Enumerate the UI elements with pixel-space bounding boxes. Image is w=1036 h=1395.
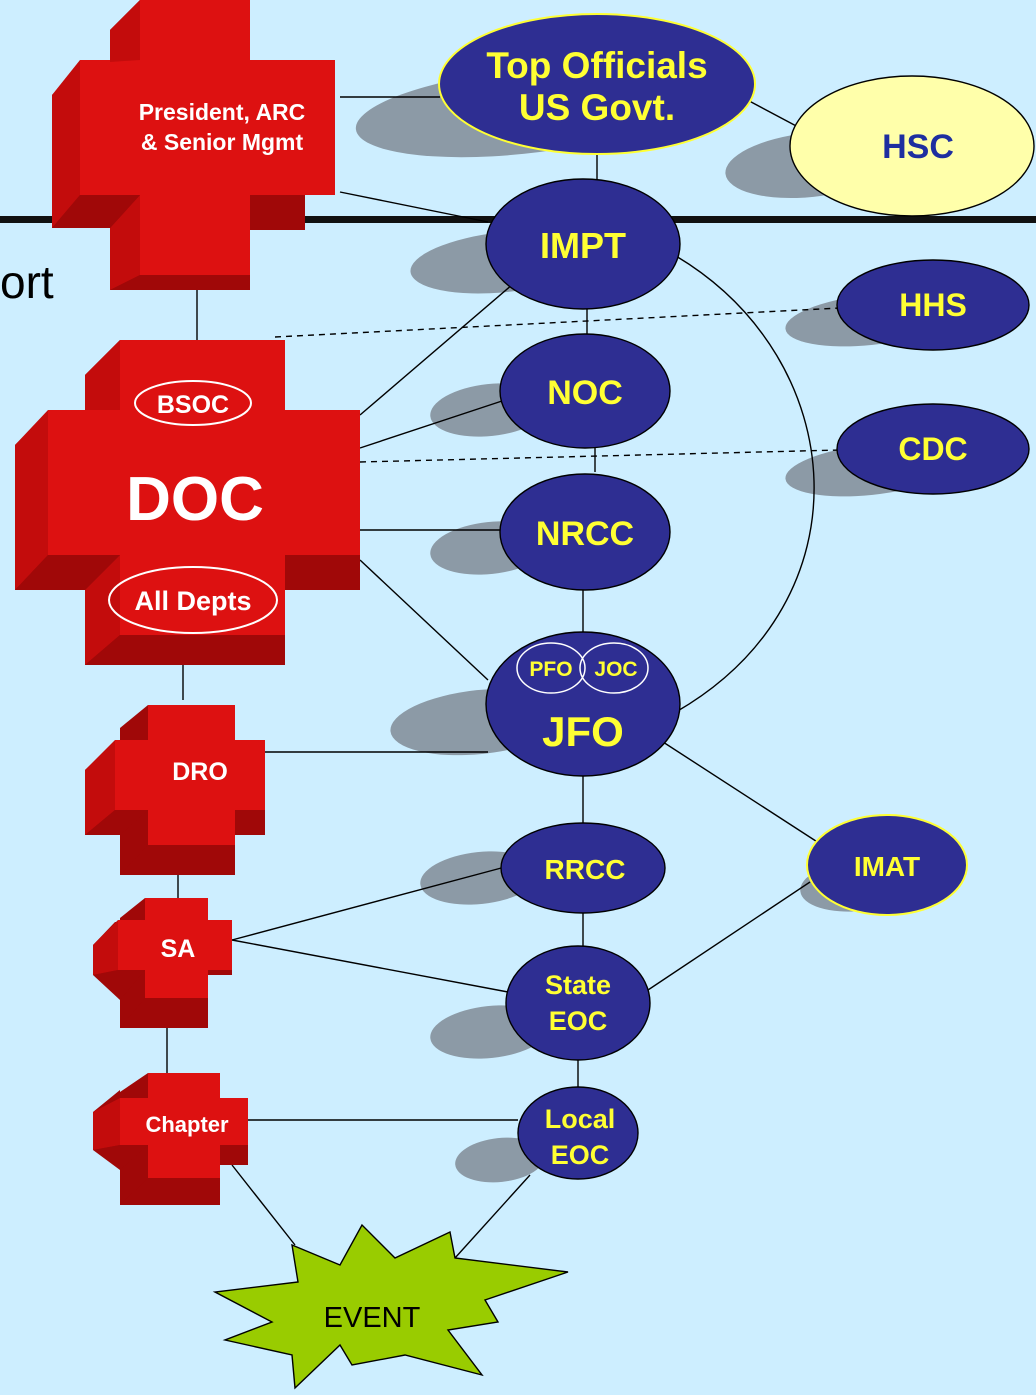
noc-node: NOC	[499, 333, 671, 449]
hhs-label: HHS	[899, 287, 967, 323]
nrcc-label: NRCC	[536, 515, 634, 553]
hsc-label: HSC	[882, 128, 954, 166]
event-starburst: EVENT	[212, 1223, 569, 1390]
doc-cross: BSOC DOC All Depts	[15, 340, 360, 665]
pfo-ellipse	[516, 642, 586, 694]
bsoc-ellipse	[134, 380, 252, 426]
noc-label: NOC	[547, 374, 623, 412]
imat-label: IMAT	[854, 851, 920, 882]
joc-label: JOC	[594, 658, 637, 681]
all-depts-ellipse	[108, 566, 278, 634]
cdc-label: CDC	[898, 431, 967, 467]
sa-cross: SA	[93, 898, 232, 1028]
sa-label: SA	[161, 935, 196, 963]
background-title-fragment: ort	[0, 256, 54, 308]
all-depts-label: All Depts	[134, 586, 251, 616]
dashed-lines	[274, 307, 841, 463]
dro-cross: DRO	[85, 705, 265, 875]
event-label: EVENT	[324, 1302, 421, 1334]
hsc-node: HSC	[789, 75, 1035, 217]
chapter-cross: Chapter	[93, 1073, 248, 1205]
jfo-label: JFO	[542, 708, 624, 755]
chapter-label: Chapter	[145, 1112, 229, 1137]
joc-ellipse	[579, 642, 649, 694]
president-label: President, ARC& Senior Mgmt	[139, 99, 306, 155]
nrcc-node: NRCC	[499, 473, 671, 591]
doc-label: DOC	[126, 465, 264, 534]
impt-label: IMPT	[540, 225, 626, 266]
rrcc-node: RRCC	[500, 822, 666, 914]
hhs-node: HHS	[836, 259, 1030, 351]
dro-label: DRO	[172, 758, 228, 786]
bsoc-label: BSOC	[157, 391, 229, 419]
imat-node: IMAT	[806, 814, 968, 916]
jfo-node: PFO JOC JFO	[485, 631, 681, 777]
impt-node: IMPT	[485, 178, 681, 310]
pfo-label: PFO	[529, 658, 572, 681]
president-cross: President, ARC& Senior Mgmt	[52, 0, 335, 290]
cdc-node: CDC	[836, 403, 1030, 495]
rrcc-label: RRCC	[545, 854, 626, 885]
